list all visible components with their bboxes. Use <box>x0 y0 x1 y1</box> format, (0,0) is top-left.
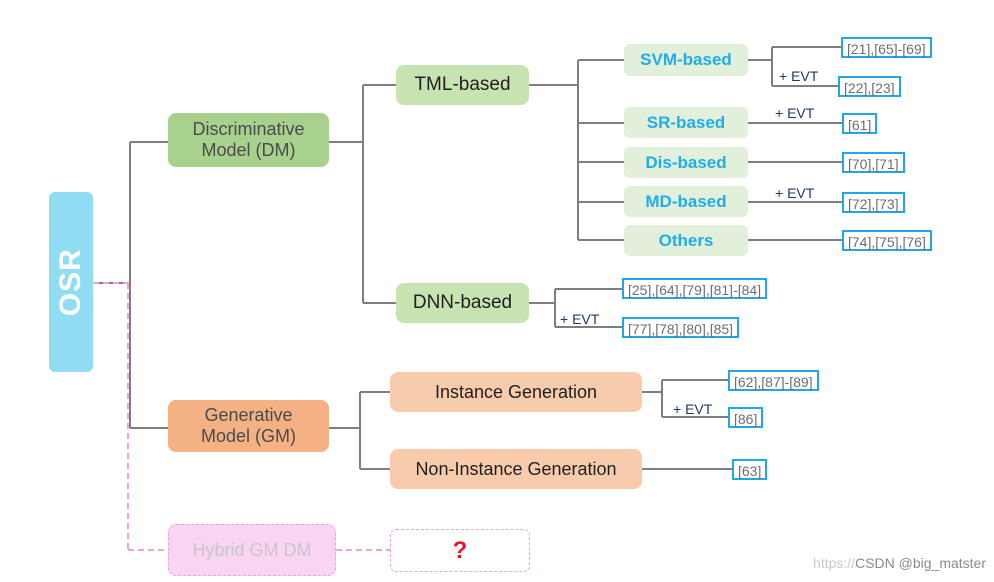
svm-label: SVM-based <box>640 50 732 70</box>
dis-label: Dis-based <box>645 152 727 172</box>
md-label: MD-based <box>645 191 727 211</box>
osr-root-node: OSR <box>49 192 93 372</box>
ref-md: [72],[73] <box>842 192 905 213</box>
osr-root-label: OSR <box>53 247 87 317</box>
watermark: https://CSDN @big_matster <box>813 555 986 571</box>
dis-based-node: Dis-based <box>624 147 748 178</box>
nig-label: Non-Instance Generation <box>415 458 617 479</box>
svm-based-node: SVM-based <box>624 44 748 76</box>
dnn-based-node: DNN-based <box>396 283 529 323</box>
ref-ig-a: [62],[87]-[89] <box>728 370 819 391</box>
instance-generation-node: Instance Generation <box>390 372 642 412</box>
hybrid-unknown-node: ? <box>390 529 530 572</box>
others-node: Others <box>624 225 748 256</box>
tml-based-node: TML-based <box>396 65 529 105</box>
evt-label-md: + EVT <box>775 185 815 201</box>
hybrid-label: Hybrid GM DM <box>192 539 312 560</box>
dnn-label: DNN-based <box>412 292 513 314</box>
question-mark: ? <box>452 536 468 564</box>
non-instance-generation-node: Non-Instance Generation <box>390 449 642 489</box>
others-label: Others <box>658 230 714 250</box>
ref-dnn-b: [77],[78],[80],[85] <box>622 317 740 338</box>
evt-label-dnn: + EVT <box>560 311 600 327</box>
ref-dnn-a: [25],[64],[79],[81]-[84] <box>622 278 768 299</box>
dm-label-line2: Model (DM) <box>201 140 296 160</box>
sr-based-node: SR-based <box>624 107 748 138</box>
watermark-text: CSDN @big_matster <box>855 555 986 571</box>
hybrid-node: Hybrid GM DM <box>168 524 336 576</box>
ig-label: Instance Generation <box>434 381 598 402</box>
evt-label-svm: + EVT <box>779 68 819 84</box>
tml-label: TML-based <box>414 74 511 96</box>
ref-sr: [61] <box>842 113 878 134</box>
ref-svm-b: [22],[23] <box>838 76 901 97</box>
evt-label-ig: + EVT <box>673 401 713 417</box>
gm-label-line2: Model (GM) <box>200 426 296 446</box>
sr-label: SR-based <box>646 112 726 132</box>
evt-label-sr: + EVT <box>775 105 815 121</box>
ref-ig-b: [86] <box>728 407 764 428</box>
generative-model-node: Generative Model (GM) <box>168 400 329 452</box>
ref-dis: [70],[71] <box>842 152 905 173</box>
discriminative-model-node: Discriminative Model (DM) <box>168 113 329 167</box>
ref-nig: [63] <box>732 459 768 480</box>
md-based-node: MD-based <box>624 186 748 217</box>
watermark-prefix: https:// <box>813 555 856 571</box>
gm-label-line1: Generative <box>204 405 293 426</box>
ref-svm-a: [21],[65]-[69] <box>841 37 932 58</box>
ref-others: [74],[75],[76] <box>842 230 932 251</box>
dm-label-line1: Discriminative <box>192 119 305 140</box>
